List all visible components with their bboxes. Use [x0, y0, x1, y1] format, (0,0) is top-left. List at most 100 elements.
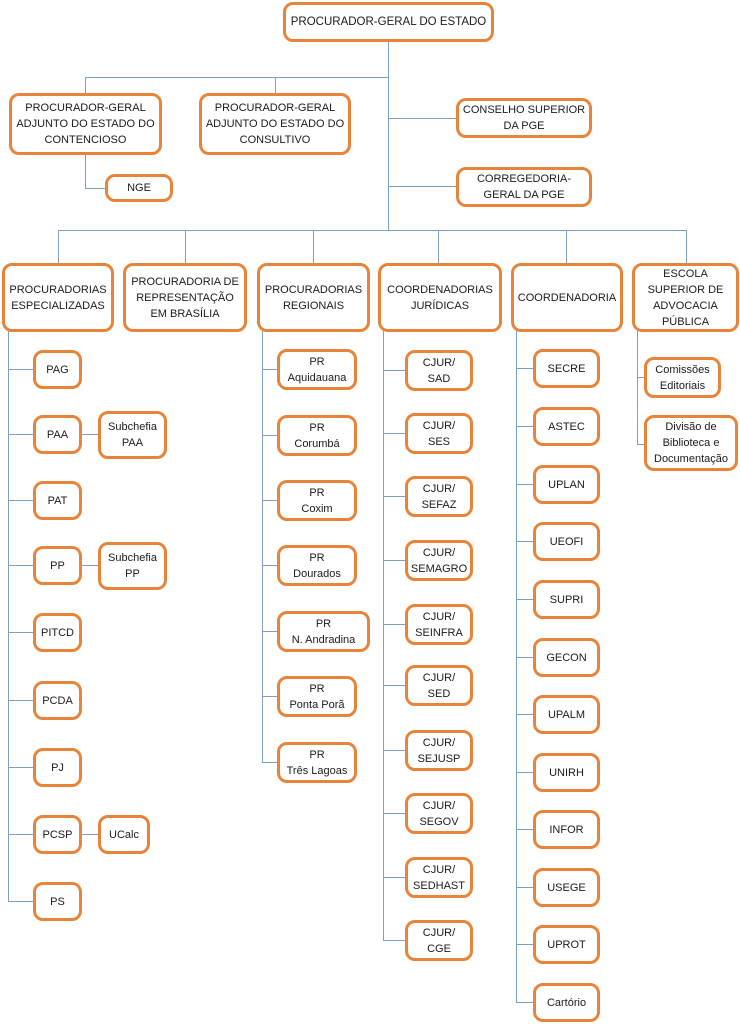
branch: [516, 599, 533, 600]
branch: [383, 685, 405, 686]
node-divisao-biblioteca: Divisão de Biblioteca e Documentação: [644, 415, 738, 471]
connector-adj-consultivo: [275, 77, 276, 93]
branch: [516, 887, 533, 888]
node-cjur-semagro: CJUR/ SEMAGRO: [405, 540, 473, 581]
connector-col-brasilia: [185, 230, 186, 263]
node-cartorio: Cartório: [533, 983, 600, 1022]
branch: [383, 496, 405, 497]
branch: [516, 657, 533, 658]
branch: [383, 433, 405, 434]
node-cjur-sed: CJUR/ SED: [405, 665, 473, 706]
branch: [8, 500, 33, 501]
connector-col-juridicas: [438, 230, 439, 263]
branch: [383, 750, 405, 751]
spine-regionais: [262, 331, 263, 762]
node-coordenadoria: COORDENADORIA: [511, 263, 623, 332]
node-cjur-seinfra: CJUR/ SEINFRA: [405, 604, 473, 645]
branch: [8, 369, 33, 370]
connector-col-especializadas: [58, 230, 59, 263]
node-infor: INFOR: [533, 810, 600, 849]
connector-col-escola: [686, 230, 687, 263]
branch: [637, 377, 644, 378]
node-supri: SUPRI: [533, 580, 600, 619]
node-cjur-sefaz: CJUR/ SEFAZ: [405, 476, 473, 517]
connector-root-trunk: [388, 40, 389, 230]
node-coordenadorias-juridicas: COORDENADORIAS JURÍDICAS: [378, 263, 502, 332]
node-cjur-sedhast: CJUR/ SEDHAST: [405, 857, 473, 898]
node-pr-coxim: PR Coxim: [277, 480, 357, 521]
node-astec: ASTEC: [533, 407, 600, 446]
node-procuradoria-brasilia: PROCURADORIA DE REPRESENTAÇÃO EM BRASÍLI…: [123, 263, 247, 332]
node-conselho-superior: CONSELHO SUPERIOR DA PGE: [456, 98, 592, 138]
node-cjur-cge: CJUR/ CGE: [405, 920, 473, 961]
spine-especializadas: [8, 331, 9, 902]
node-procuradorias-especializadas: PROCURADORIAS ESPECIALIZADAS: [2, 263, 114, 332]
branch: [383, 560, 405, 561]
branch: [516, 541, 533, 542]
node-pitcd: PITCD: [33, 613, 82, 652]
branch: [8, 565, 33, 566]
connector-adjuntos-bar: [85, 77, 389, 78]
node-cjur-sejusp: CJUR/ SEJUSP: [405, 730, 473, 771]
branch: [8, 700, 33, 701]
node-pat: PAT: [33, 481, 82, 520]
node-adjunto-consultivo: PROCURADOR-GERAL ADJUNTO DO ESTADO DO CO…: [199, 93, 351, 155]
node-pr-aquidauana: PR Aquidauana: [277, 349, 357, 390]
node-subchefia-pp: Subchefia PP: [98, 542, 167, 590]
connector-col-regionais: [313, 230, 314, 263]
node-escola-superior: ESCOLA SUPERIOR DE ADVOCACIA PÚBLICA: [632, 263, 739, 332]
node-pr-corumba: PR Corumbá: [277, 415, 357, 456]
node-uprot: UPROT: [533, 925, 600, 964]
branch: [82, 565, 98, 566]
node-nge: NGE: [105, 174, 173, 202]
connector-columns-bar: [58, 230, 686, 231]
node-cjur-segov: CJUR/ SEGOV: [405, 793, 473, 834]
node-upalm: UPALM: [533, 695, 600, 734]
connector-corregedoria: [388, 186, 456, 187]
node-pag: PAG: [33, 350, 82, 389]
node-pj: PJ: [33, 748, 82, 787]
branch: [637, 444, 644, 445]
connector-nge-h: [85, 188, 105, 189]
branch: [516, 484, 533, 485]
node-ucalc: UCalc: [98, 815, 150, 854]
node-pr-n-andradina: PR N. Andradina: [277, 611, 370, 652]
branch: [262, 696, 277, 697]
spine-juridicas: [383, 331, 384, 940]
node-cjur-sad: CJUR/ SAD: [405, 350, 473, 391]
node-pcsp: PCSP: [33, 815, 82, 854]
branch: [383, 370, 405, 371]
spine-escola: [637, 331, 638, 444]
branch: [383, 624, 405, 625]
node-uplan: UPLAN: [533, 465, 600, 504]
node-comissoes-editoriais: Comissões Editoriais: [644, 357, 721, 398]
connector-nge-v: [85, 155, 86, 188]
connector-col-coordenadoria: [566, 230, 567, 263]
node-procurador-geral: PROCURADOR-GERAL DO ESTADO: [283, 2, 494, 42]
node-unirh: UNIRH: [533, 753, 600, 792]
branch: [8, 901, 33, 902]
connector-conselho: [388, 118, 456, 119]
node-usege: USEGE: [533, 868, 600, 907]
node-subchefia-paa: Subchefia PAA: [98, 411, 167, 459]
branch: [516, 368, 533, 369]
branch: [516, 772, 533, 773]
node-pcda: PCDA: [33, 681, 82, 720]
branch: [8, 767, 33, 768]
branch: [516, 944, 533, 945]
node-corregedoria: CORREGEDORIA- GERAL DA PGE: [456, 167, 592, 207]
node-adjunto-contencioso: PROCURADOR-GERAL ADJUNTO DO ESTADO DO CO…: [9, 93, 162, 155]
node-pp: PP: [33, 546, 82, 585]
branch: [516, 714, 533, 715]
branch: [383, 877, 405, 878]
node-ueofi: UEOFI: [533, 522, 600, 561]
node-paa: PAA: [33, 415, 82, 454]
branch: [383, 940, 405, 941]
connector-adj-contencioso: [85, 77, 86, 93]
branch: [516, 1002, 533, 1003]
branch: [8, 632, 33, 633]
branch: [82, 834, 98, 835]
node-pr-tres-lagoas: PR Três Lagoas: [277, 742, 357, 783]
branch: [262, 631, 277, 632]
